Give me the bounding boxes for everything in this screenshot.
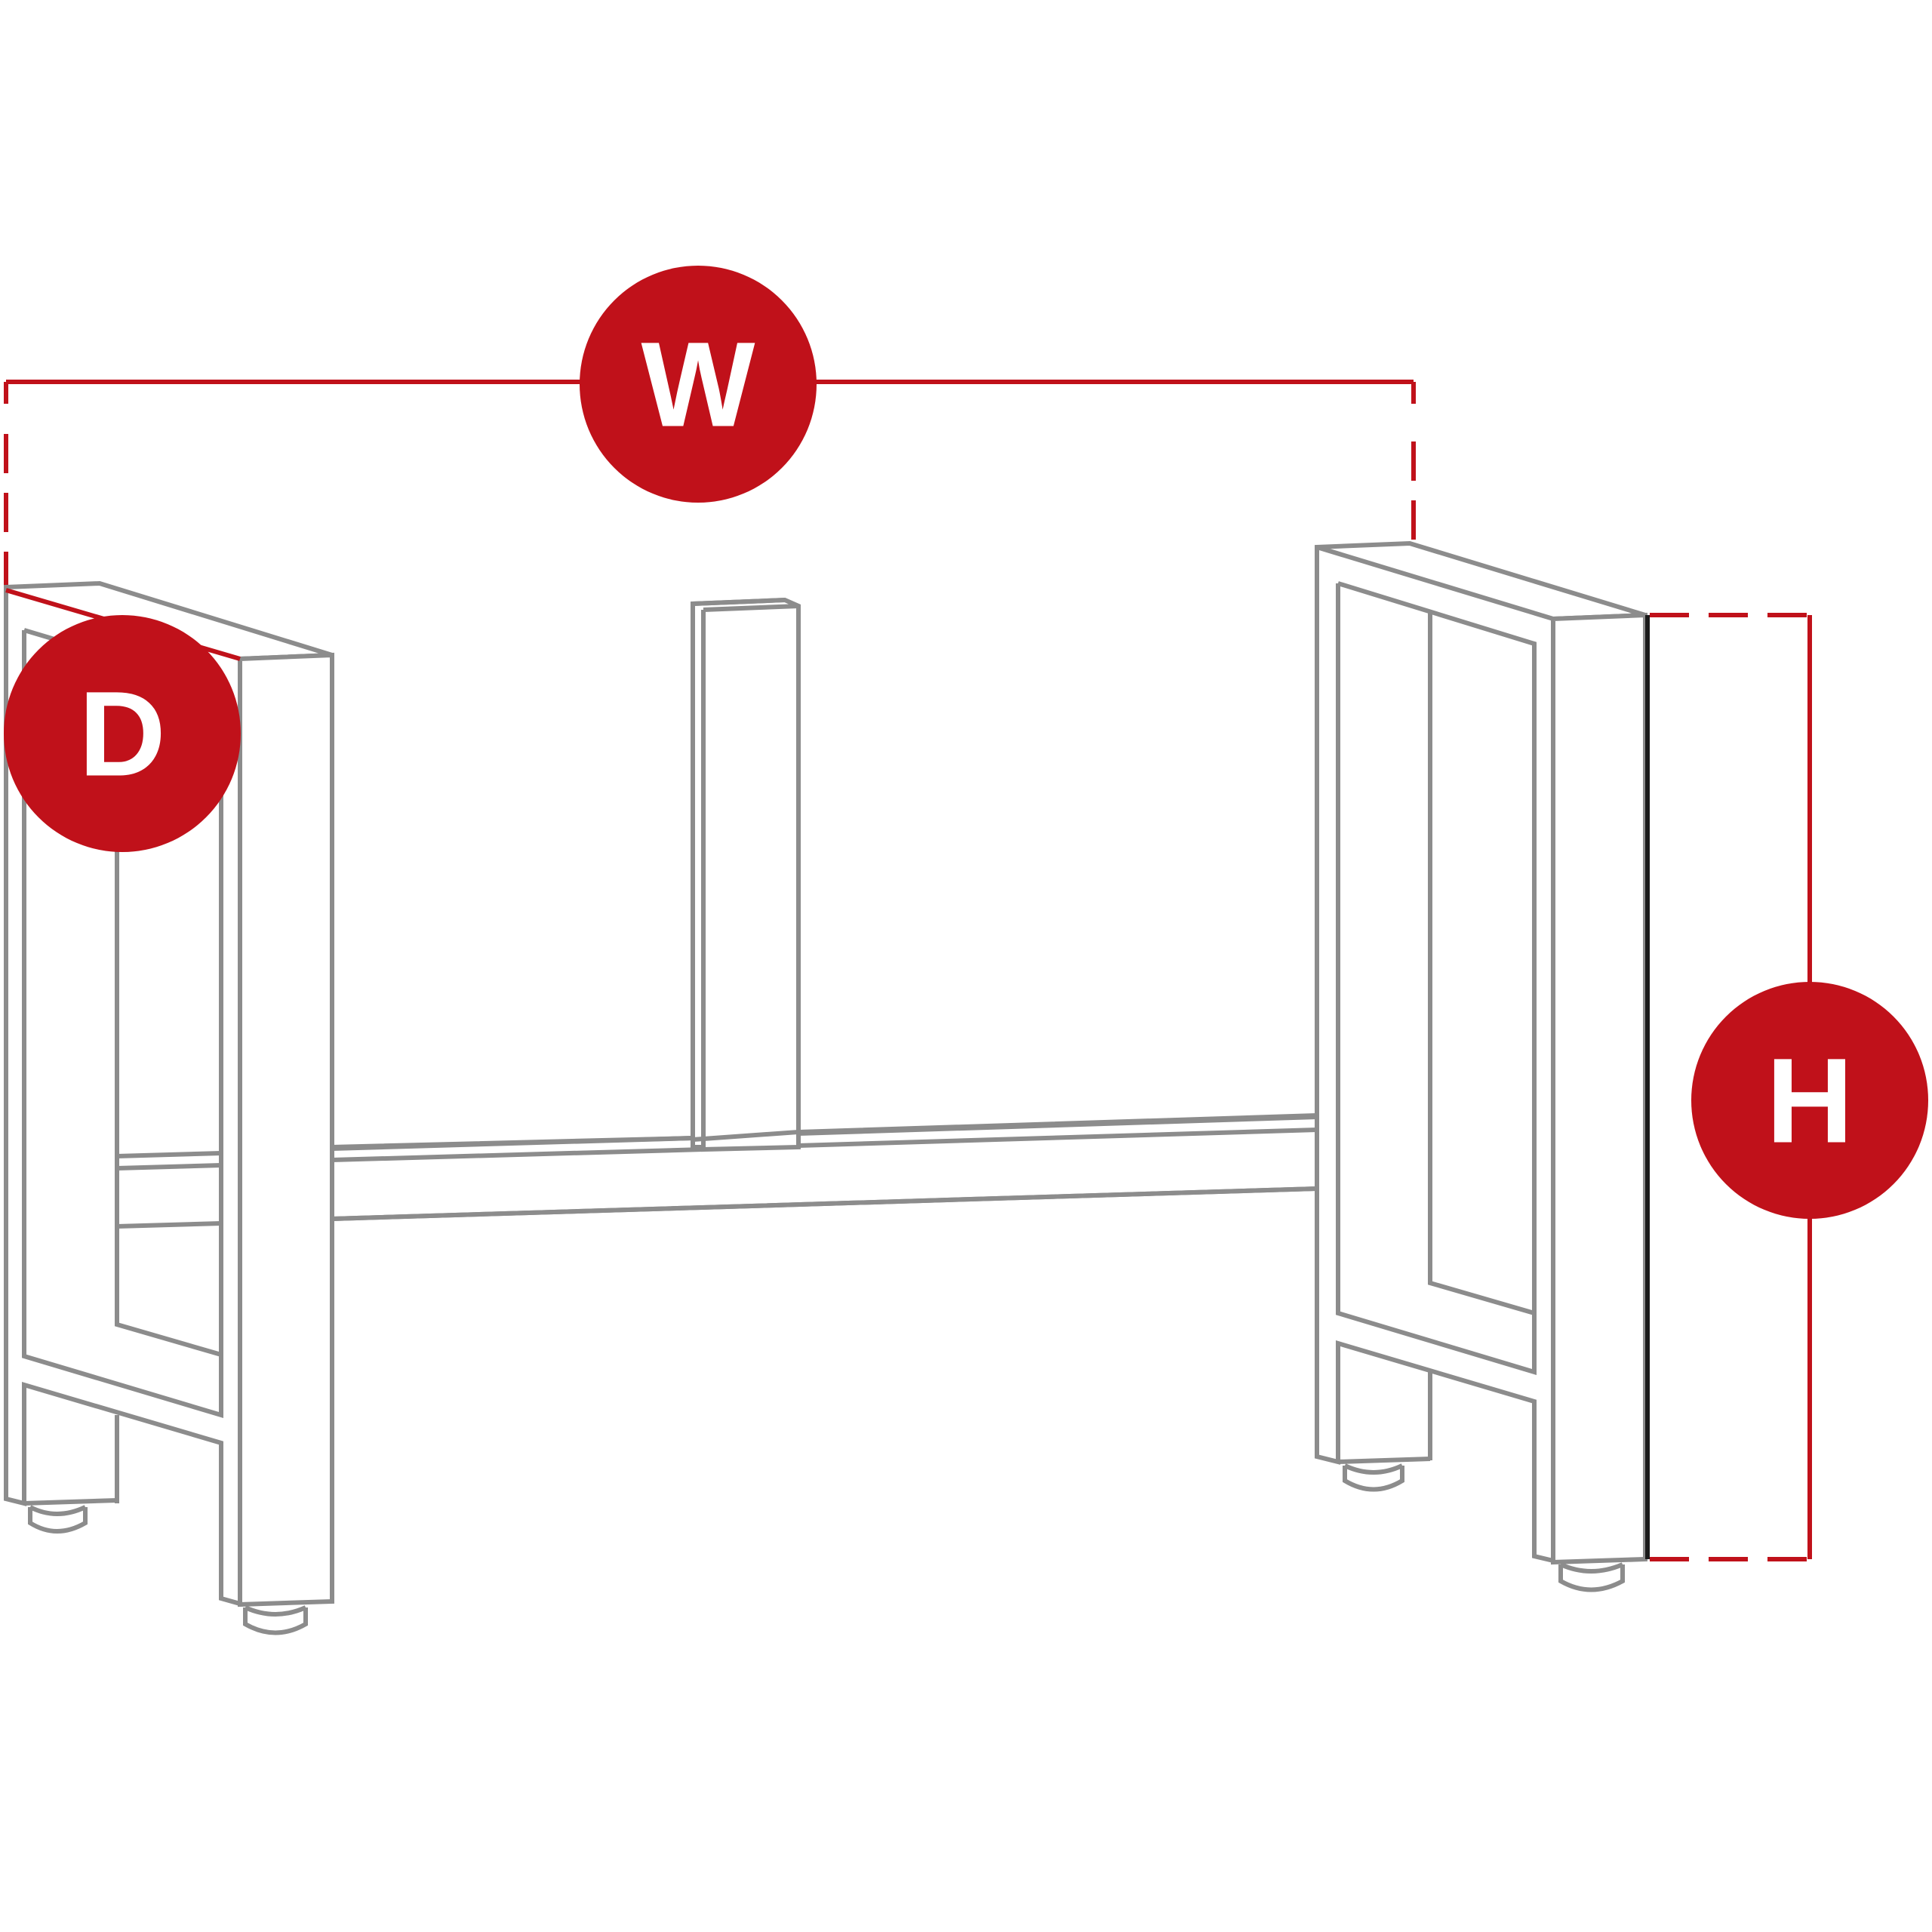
depth-badge: D [4, 615, 241, 852]
depth-label: D [78, 666, 166, 801]
right-end-frame [1315, 540, 1650, 1592]
lower-crossbeam [330, 1112, 1319, 1222]
height-badge: H [1691, 982, 1928, 1219]
width-badge: W [580, 266, 817, 503]
center-support [691, 597, 801, 1147]
width-label: W [641, 317, 755, 452]
height-label: H [1766, 1033, 1854, 1168]
